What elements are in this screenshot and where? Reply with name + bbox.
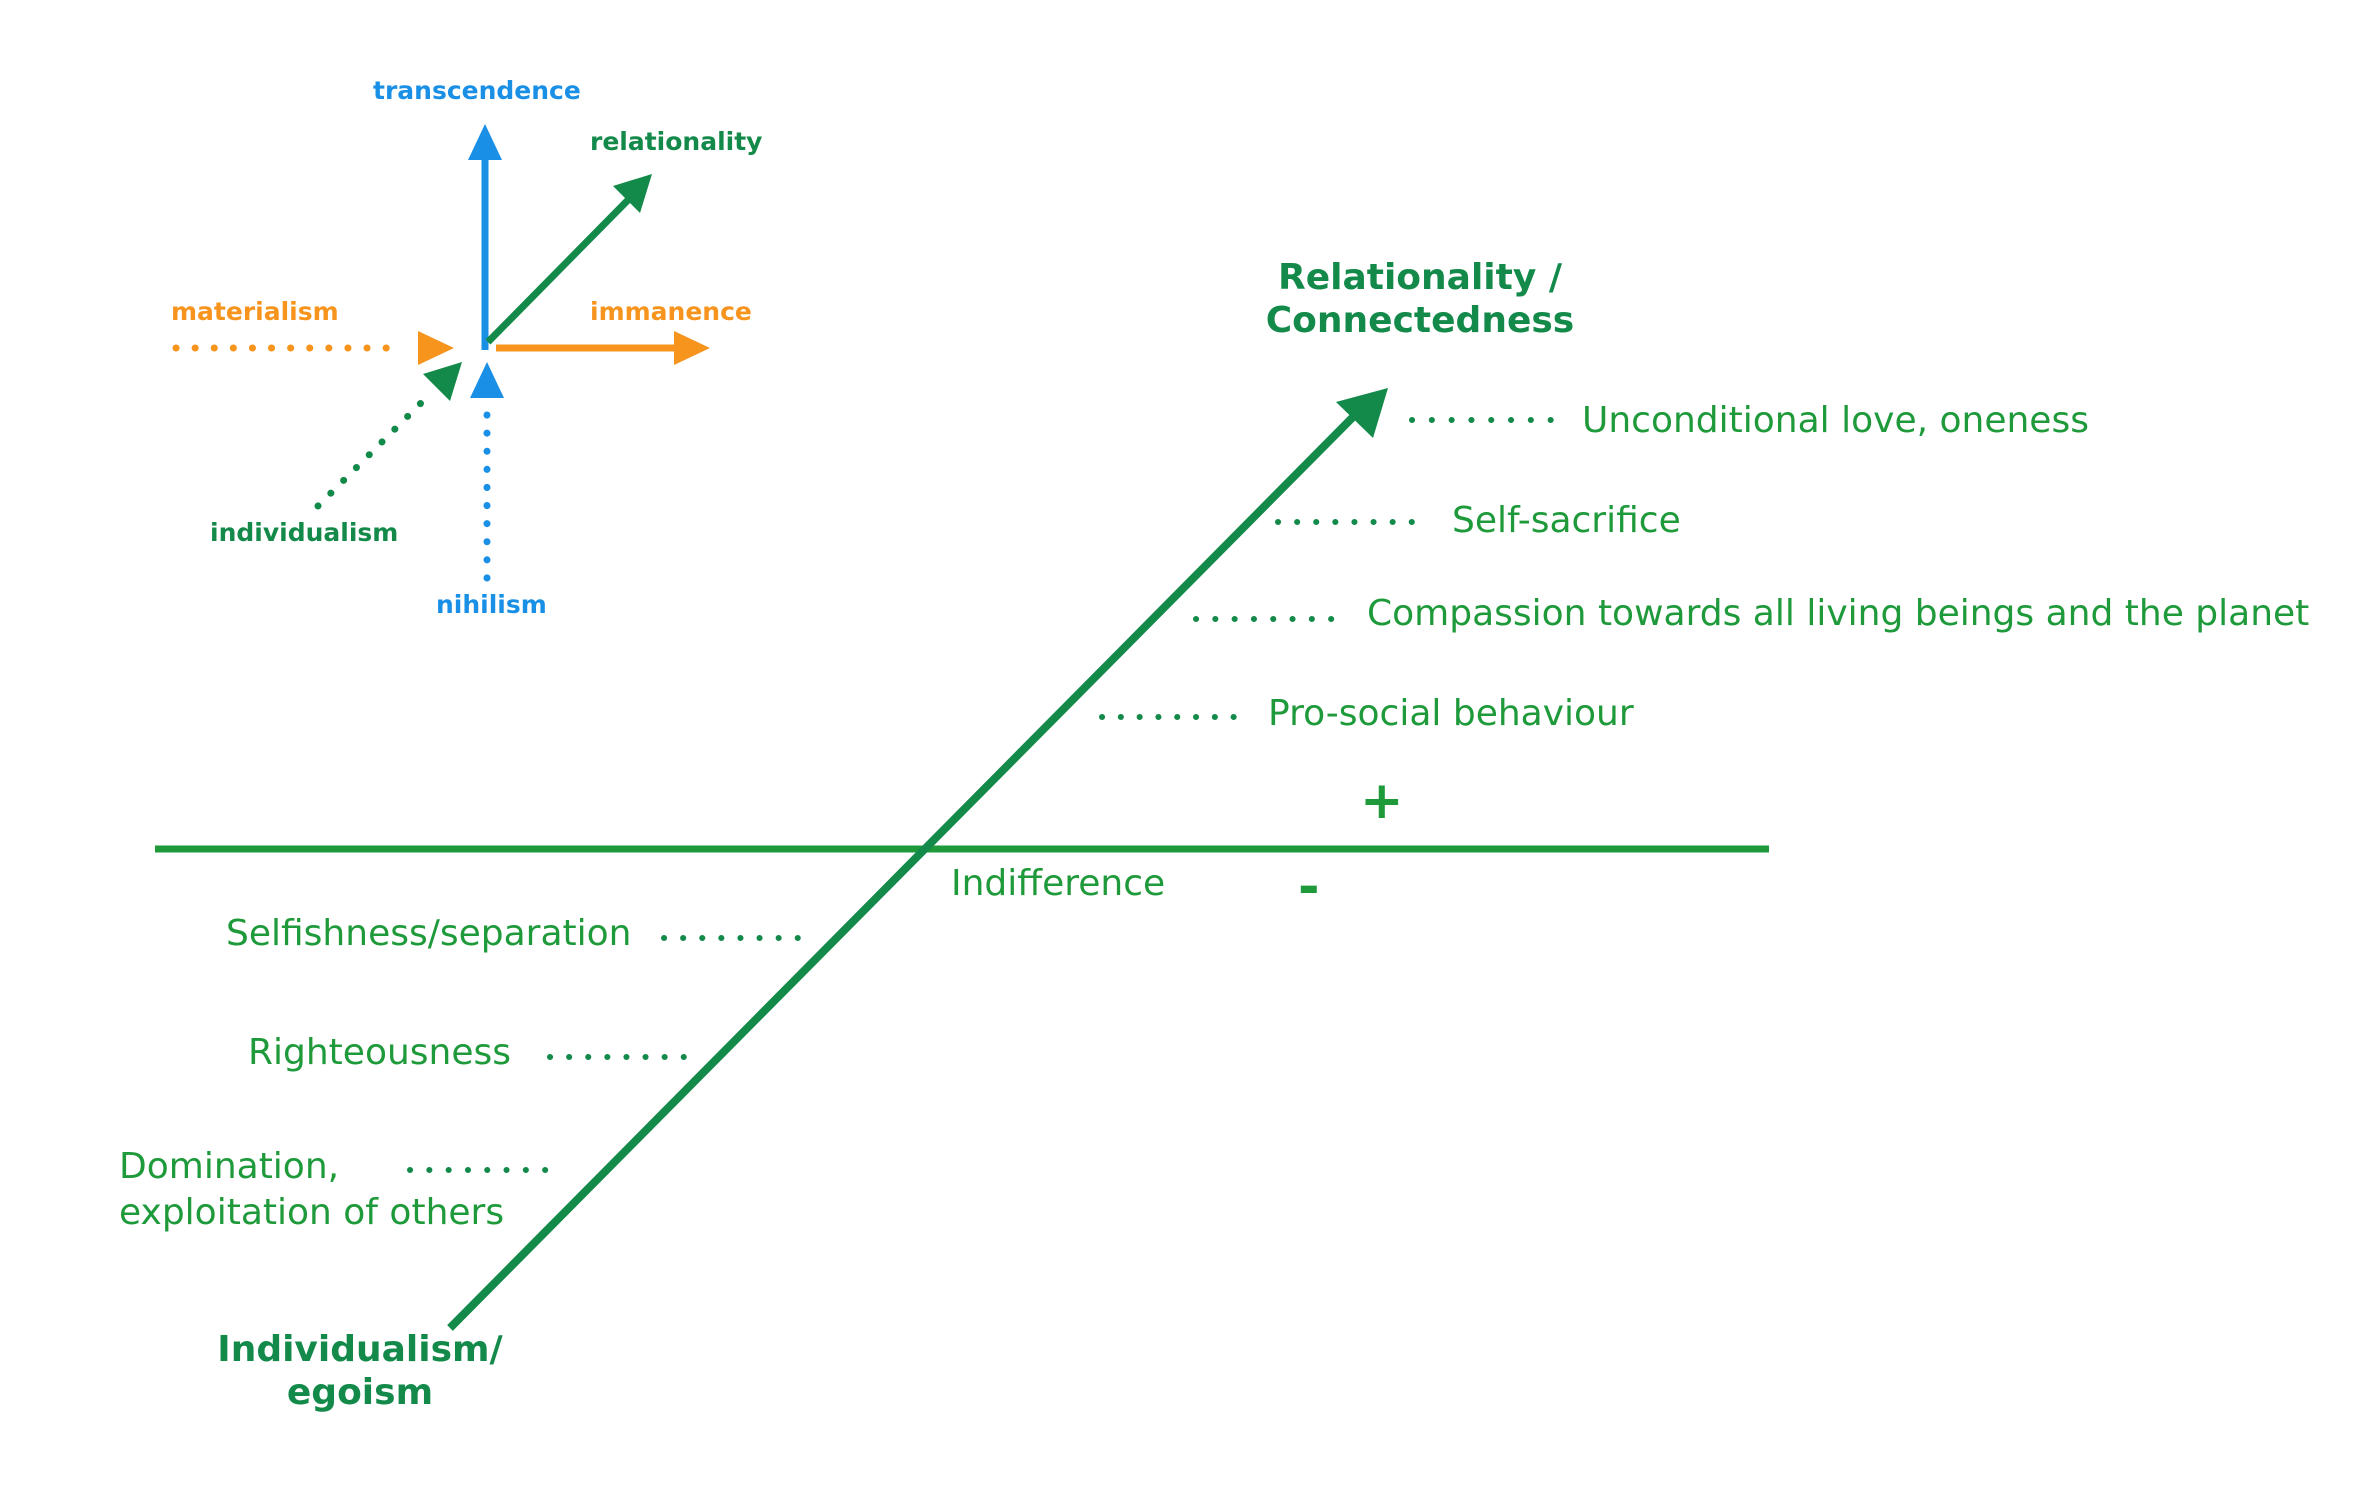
main-diagonal-arrow <box>447 413 1357 1331</box>
level-pro-social: Pro-social behaviour <box>1268 693 1634 734</box>
plus-sign: + <box>1360 771 1404 831</box>
axis-top-line2: Connectedness <box>1265 300 1575 342</box>
individualism-dotted-line <box>314 390 434 510</box>
level-righteousness: Righteousness <box>248 1032 512 1073</box>
relationality-arrow <box>485 197 631 345</box>
level-domination-line2: exploitation of others <box>119 1192 505 1234</box>
level-domination-line1: Domination, <box>119 1146 340 1187</box>
main-diagram <box>155 388 1769 1331</box>
level-self-sacrifice: Self-sacrifice <box>1452 500 1681 541</box>
axis-bottom-line2: egoism <box>286 1372 434 1414</box>
main-diagonal-arrowhead <box>1336 388 1388 438</box>
transcendence-arrowhead <box>468 124 502 160</box>
minus-sign: - <box>1298 857 1320 917</box>
label-relationality: relationality <box>590 127 763 156</box>
level-indifference: Indifference <box>951 863 1166 904</box>
level-compassion: Compassion towards all living beings and… <box>1367 593 2310 634</box>
relationality-arrowhead <box>613 174 652 213</box>
individualism-arrowhead <box>423 362 462 401</box>
label-materialism: materialism <box>171 297 339 326</box>
axis-bottom-line1: Individualism/ <box>217 1329 503 1370</box>
level-unconditional-love: Unconditional love, oneness <box>1582 400 2089 441</box>
label-immanence: immanence <box>590 297 752 326</box>
axis-top-line1: Relationality / <box>1277 257 1562 298</box>
level-selfishness: Selfishness/separation <box>226 913 632 954</box>
level-domination: Domination, exploitation of others <box>119 1145 504 1234</box>
immanence-arrowhead <box>674 331 710 365</box>
nihilism-arrowhead <box>470 362 504 398</box>
compass-diagram <box>172 124 710 582</box>
axis-bottom-label: Individualism/ egoism <box>190 1328 530 1414</box>
axis-top-label: Relationality / Connectedness <box>1230 256 1610 342</box>
materialism-arrowhead <box>418 331 454 365</box>
label-nihilism: nihilism <box>436 590 547 619</box>
label-individualism: individualism <box>210 518 399 547</box>
label-transcendence: transcendence <box>373 76 581 105</box>
